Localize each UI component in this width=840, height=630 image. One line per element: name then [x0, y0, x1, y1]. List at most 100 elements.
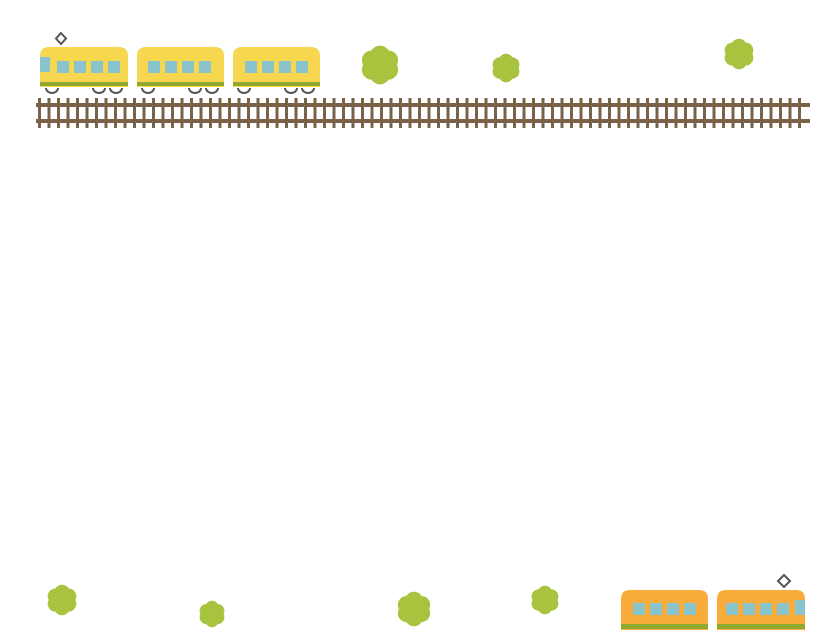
track-sleeper	[665, 98, 668, 128]
track-sleeper	[541, 98, 545, 128]
train-car-3	[233, 47, 320, 94]
track-sleeper	[47, 98, 51, 128]
track-sleeper	[180, 98, 184, 128]
track-sleeper	[503, 98, 507, 128]
track-sleeper	[399, 98, 402, 128]
track-sleeper	[788, 98, 792, 128]
track-sleeper	[256, 98, 260, 128]
track-sleeper	[342, 98, 345, 128]
track-sleeper	[513, 98, 516, 128]
orange-train	[621, 573, 805, 630]
track-sleeper	[636, 98, 640, 128]
train-car-2	[717, 590, 805, 630]
track-sleeper	[589, 98, 592, 128]
train-car-2	[137, 47, 224, 94]
track-sleeper	[247, 98, 250, 128]
track-sleeper	[190, 98, 193, 128]
track-sleeper	[275, 98, 279, 128]
track-sleeper	[437, 98, 440, 128]
railway-track	[36, 98, 810, 128]
track-sleepers	[38, 98, 801, 128]
tree-bush-icon	[199, 600, 225, 628]
track-sleeper	[218, 98, 222, 128]
track-sleeper	[133, 98, 136, 128]
track-sleeper	[798, 98, 801, 128]
track-sleeper	[598, 98, 602, 128]
track-sleeper	[532, 98, 535, 128]
tree-bush-icon	[361, 45, 399, 85]
track-sleeper	[722, 98, 725, 128]
track-sleeper	[456, 98, 459, 128]
track-sleeper	[684, 98, 687, 128]
track-sleeper	[484, 98, 488, 128]
track-sleeper	[769, 98, 773, 128]
track-sleeper	[617, 98, 621, 128]
track-sleeper	[579, 98, 583, 128]
track-sleeper	[199, 98, 203, 128]
track-sleeper	[570, 98, 573, 128]
track-sleeper	[408, 98, 412, 128]
trees-layer	[47, 38, 754, 628]
track-sleeper	[741, 98, 744, 128]
track-sleeper	[266, 98, 269, 128]
track-rail-top	[36, 103, 810, 107]
tree-bush-icon	[397, 591, 431, 627]
track-sleeper	[380, 98, 383, 128]
track-sleeper	[294, 98, 298, 128]
track-sleeper	[712, 98, 716, 128]
track-sleeper	[57, 98, 60, 128]
track-sleeper	[646, 98, 649, 128]
track-sleeper	[494, 98, 497, 128]
track-sleeper	[703, 98, 706, 128]
track-sleeper	[209, 98, 212, 128]
yellow-train	[40, 31, 320, 94]
train-car-1	[40, 47, 128, 94]
pantograph-diamond	[776, 573, 792, 589]
tree-bush-icon	[724, 38, 754, 70]
track-sleeper	[475, 98, 478, 128]
track-sleeper	[361, 98, 364, 128]
track-rail-bottom	[36, 119, 810, 123]
track-sleeper	[608, 98, 611, 128]
track-sleeper	[38, 98, 41, 128]
track-sleeper	[370, 98, 374, 128]
track-sleeper	[313, 98, 317, 128]
pantograph-diamond	[54, 31, 68, 46]
track-sleeper	[655, 98, 659, 128]
track-sleeper	[123, 98, 127, 128]
track-sleeper	[237, 98, 241, 128]
track-sleeper	[779, 98, 782, 128]
track-sleeper	[114, 98, 117, 128]
track-sleeper	[285, 98, 288, 128]
track-sleeper	[351, 98, 355, 128]
track-sleeper	[551, 98, 554, 128]
track-sleeper	[76, 98, 79, 128]
tree-bush-icon	[531, 585, 559, 615]
tree-bush-icon	[492, 53, 520, 83]
track-sleeper	[760, 98, 763, 128]
track-sleeper	[446, 98, 450, 128]
track-sleeper	[674, 98, 678, 128]
track-sleeper	[465, 98, 469, 128]
track-sleeper	[389, 98, 393, 128]
track-sleeper	[731, 98, 735, 128]
track-sleeper	[522, 98, 526, 128]
track-sleeper	[323, 98, 326, 128]
track-sleeper	[418, 98, 421, 128]
track-sleeper	[228, 98, 231, 128]
track-sleeper	[95, 98, 98, 128]
track-sleeper	[627, 98, 630, 128]
track-sleeper	[693, 98, 697, 128]
track-sleeper	[161, 98, 165, 128]
track-sleeper	[427, 98, 431, 128]
train-car-1	[621, 590, 708, 630]
track-sleeper	[171, 98, 174, 128]
track-sleeper	[750, 98, 754, 128]
track-sleeper	[66, 98, 70, 128]
tree-bush-icon	[47, 584, 77, 616]
track-sleeper	[304, 98, 307, 128]
track-sleeper	[560, 98, 564, 128]
track-sleeper	[332, 98, 336, 128]
track-sleeper	[104, 98, 108, 128]
